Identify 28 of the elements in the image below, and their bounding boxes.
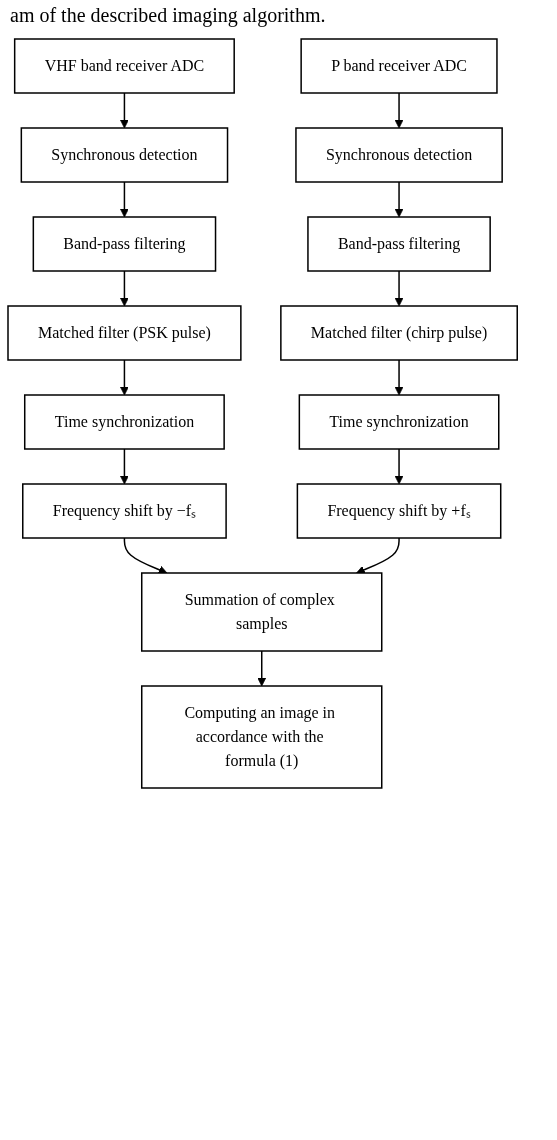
caption-text: am of the described imaging algorithm. xyxy=(10,4,327,27)
arrow xyxy=(394,448,404,485)
arrow xyxy=(394,359,404,396)
node-box: Synchronous detection xyxy=(20,127,229,183)
node-box: Computing an image in accordance with the formula (1) xyxy=(141,685,383,789)
node-box: Summation of complex samples xyxy=(141,572,383,652)
arrow xyxy=(394,270,404,307)
arrow xyxy=(120,92,129,129)
node-box: Synchronous detection xyxy=(295,127,503,183)
node-box: Frequency shift by +fₛ xyxy=(296,483,502,539)
arrow xyxy=(120,181,129,218)
arrow xyxy=(120,359,129,396)
arrow xyxy=(123,537,168,575)
node-box: Band-pass filtering xyxy=(32,216,217,272)
arrow xyxy=(257,650,267,687)
arrow xyxy=(120,270,129,307)
node-box: P band receiver ADC xyxy=(300,38,498,94)
arrow xyxy=(394,92,404,129)
node-box: Time synchronization xyxy=(298,394,500,450)
node-box: Time synchronization xyxy=(24,394,225,450)
node-box: Frequency shift by −fₛ xyxy=(22,483,227,539)
node-box: Band-pass filtering xyxy=(307,216,491,272)
arrow xyxy=(394,181,404,218)
arrow xyxy=(120,448,129,485)
arrow xyxy=(356,537,400,575)
node-box: Matched filter (chirp pulse) xyxy=(280,305,518,361)
node-box: Matched filter (PSK pulse) xyxy=(7,305,242,361)
node-box: VHF band receiver ADC xyxy=(13,38,235,94)
